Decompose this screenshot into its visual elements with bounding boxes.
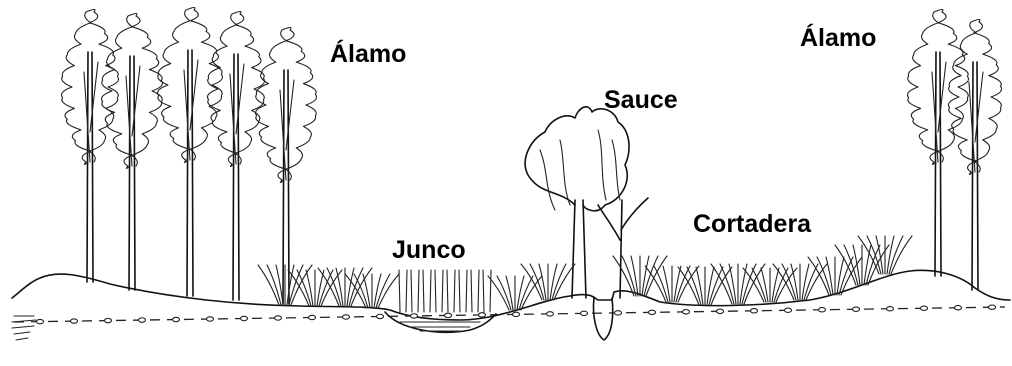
pebble [173, 317, 180, 321]
pebble [411, 314, 418, 318]
pebble [377, 314, 384, 318]
pebble [581, 311, 588, 315]
poplar-tree [158, 8, 223, 297]
label-cortadera: Cortadera [693, 212, 811, 237]
poplar-tree [61, 10, 118, 283]
pebble [139, 318, 146, 322]
pebble [241, 316, 248, 320]
water-table-pebbles [37, 305, 996, 324]
pebble [853, 307, 860, 311]
reed-stem [418, 270, 419, 312]
pebble [275, 316, 282, 320]
pebble [615, 311, 622, 315]
grass-tuft [288, 270, 342, 306]
pebble [207, 317, 214, 321]
pebble [683, 310, 690, 314]
poplar-grove-right [907, 10, 1001, 291]
poplar-tree [255, 28, 316, 305]
reed-stem [430, 270, 431, 312]
reed-stem [435, 270, 436, 312]
reed-stem [466, 270, 467, 312]
label-sauce: Sauce [604, 88, 678, 113]
pebble [887, 307, 894, 311]
reed-stem [454, 270, 455, 312]
pebble [819, 308, 826, 312]
pebble [513, 312, 520, 316]
pebble [785, 308, 792, 312]
label-alamo-left: Álamo [330, 42, 406, 67]
grass-tuft [711, 264, 765, 304]
pebble [717, 309, 724, 313]
label-alamo-right: Álamo [800, 26, 876, 51]
pebble [649, 310, 656, 314]
pebble [921, 306, 928, 310]
reed-stem [483, 270, 484, 312]
reed-stem [447, 270, 448, 312]
reed-stem [459, 270, 460, 312]
pebble [751, 309, 758, 313]
poplar-tree [207, 12, 264, 301]
willow-pit [593, 298, 612, 340]
pebble [309, 315, 316, 319]
junco-reeds [399, 270, 491, 312]
left-bank-hatch [12, 316, 36, 340]
grass-tuft [743, 268, 797, 302]
pebble [445, 313, 452, 317]
reed-stem [406, 270, 407, 312]
reed-stem [423, 270, 424, 312]
reed-stem [471, 270, 472, 312]
pebble [547, 312, 554, 316]
pebble [955, 306, 962, 310]
label-junco: Junco [392, 238, 466, 263]
reed-stem [442, 270, 443, 312]
pebble [37, 319, 44, 323]
poplar-grove-left [61, 8, 316, 305]
pebble [71, 319, 78, 323]
willow-tree [525, 107, 648, 298]
poplar-tree [101, 14, 162, 291]
pebble [105, 318, 112, 322]
reed-stem [411, 270, 412, 312]
reed-stem [399, 270, 400, 312]
poplar-tree [907, 10, 968, 277]
pebble [343, 315, 350, 319]
grass-tuft [808, 257, 862, 295]
reed-stem [490, 270, 491, 312]
reed-stem [478, 270, 479, 312]
grass-tuft [645, 266, 699, 302]
pebble [479, 313, 486, 317]
pebble [989, 305, 996, 309]
poplar-tree [948, 20, 1001, 291]
